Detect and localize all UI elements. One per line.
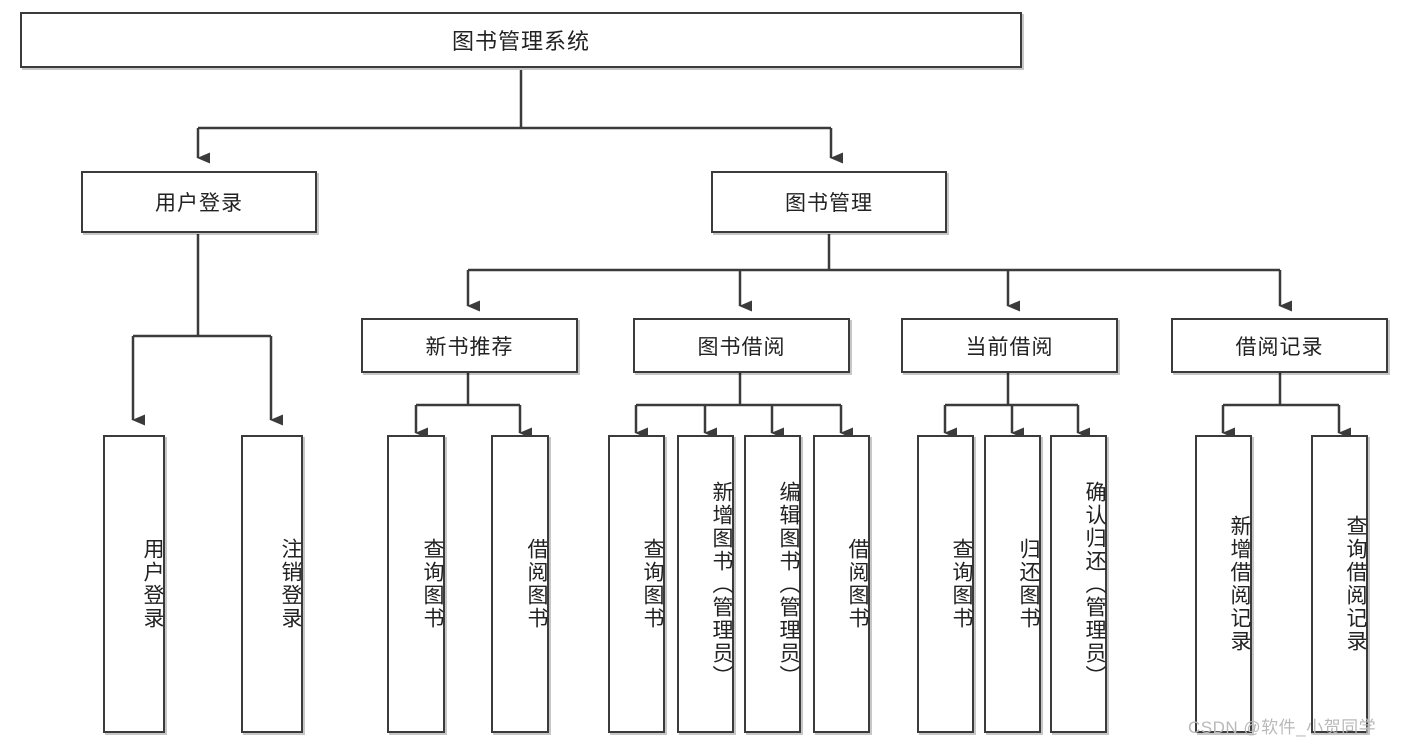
node-book-manage[interactable]: 图书管理 xyxy=(711,171,947,233)
leaf-new-book-recommend-2[interactable]: 借阅图书 xyxy=(491,435,549,733)
node-user-login[interactable]: 用户登录 xyxy=(81,171,317,233)
leaf-current-borrow-3[interactable]: 确认归还（管理员） xyxy=(1050,435,1107,733)
leaf-borrow-record-2[interactable]: 查询借阅记录 xyxy=(1311,435,1368,733)
csdn-watermark: CSDN @软件_小贺同学 xyxy=(1188,718,1377,737)
leaf-book-borrow-1[interactable]: 查询图书 xyxy=(608,435,665,733)
leaf-new-book-recommend-1[interactable]: 查询图书 xyxy=(387,435,445,733)
node-root-system[interactable]: 图书管理系统 xyxy=(20,12,1022,68)
leaf-book-borrow-2[interactable]: 新增图书（管理员） xyxy=(677,435,734,733)
leaf-current-borrow-2[interactable]: 归还图书 xyxy=(984,435,1041,733)
leaf-book-borrow-4[interactable]: 借阅图书 xyxy=(813,435,870,733)
leaf-user-login-1[interactable]: 用户登录 xyxy=(103,435,165,733)
node-borrow-record[interactable]: 借阅记录 xyxy=(1171,318,1388,373)
node-new-book-recommend[interactable]: 新书推荐 xyxy=(361,318,578,373)
leaf-book-borrow-3[interactable]: 编辑图书（管理员） xyxy=(744,435,801,733)
leaf-current-borrow-1[interactable]: 查询图书 xyxy=(917,435,974,733)
node-book-borrow[interactable]: 图书借阅 xyxy=(633,318,850,373)
leaf-borrow-record-1[interactable]: 新增借阅记录 xyxy=(1195,435,1252,733)
node-current-borrow[interactable]: 当前借阅 xyxy=(901,318,1118,373)
leaf-user-login-2[interactable]: 注销登录 xyxy=(241,435,303,733)
